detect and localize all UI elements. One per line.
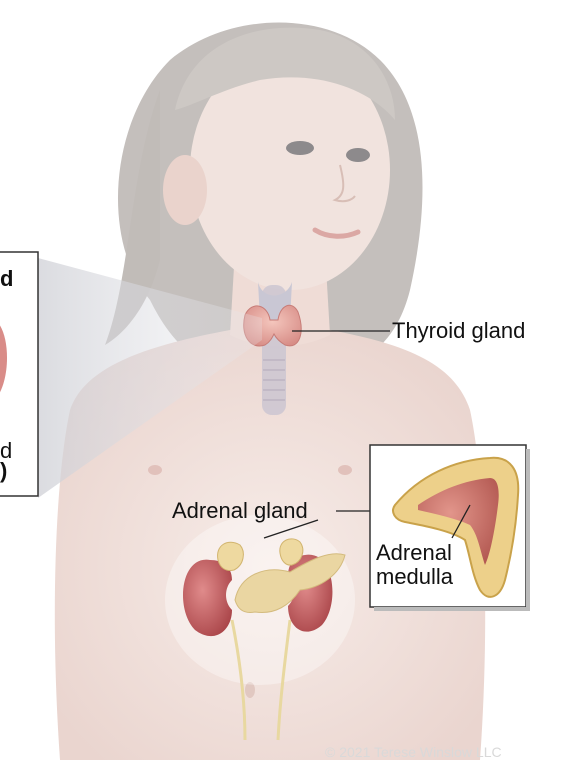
adrenal-gland-label: Adrenal gland xyxy=(172,498,308,524)
thyroid-gland-label: Thyroid gland xyxy=(392,318,525,344)
adrenal-medulla-label-2: medulla xyxy=(376,564,453,590)
nipple-right xyxy=(338,465,352,475)
adrenal-medulla-label-1: Adrenal xyxy=(376,540,452,566)
left-inset-label-top: d xyxy=(0,266,13,292)
copyright-text: © 2021 Terese Winslow LLC xyxy=(325,744,502,760)
eye-left xyxy=(286,141,314,155)
nipple-left xyxy=(148,465,162,475)
ear xyxy=(163,155,207,225)
left-inset-label-bottom: ) xyxy=(0,458,7,484)
eye-right xyxy=(346,148,370,162)
adrenal-gland-left xyxy=(218,542,244,570)
